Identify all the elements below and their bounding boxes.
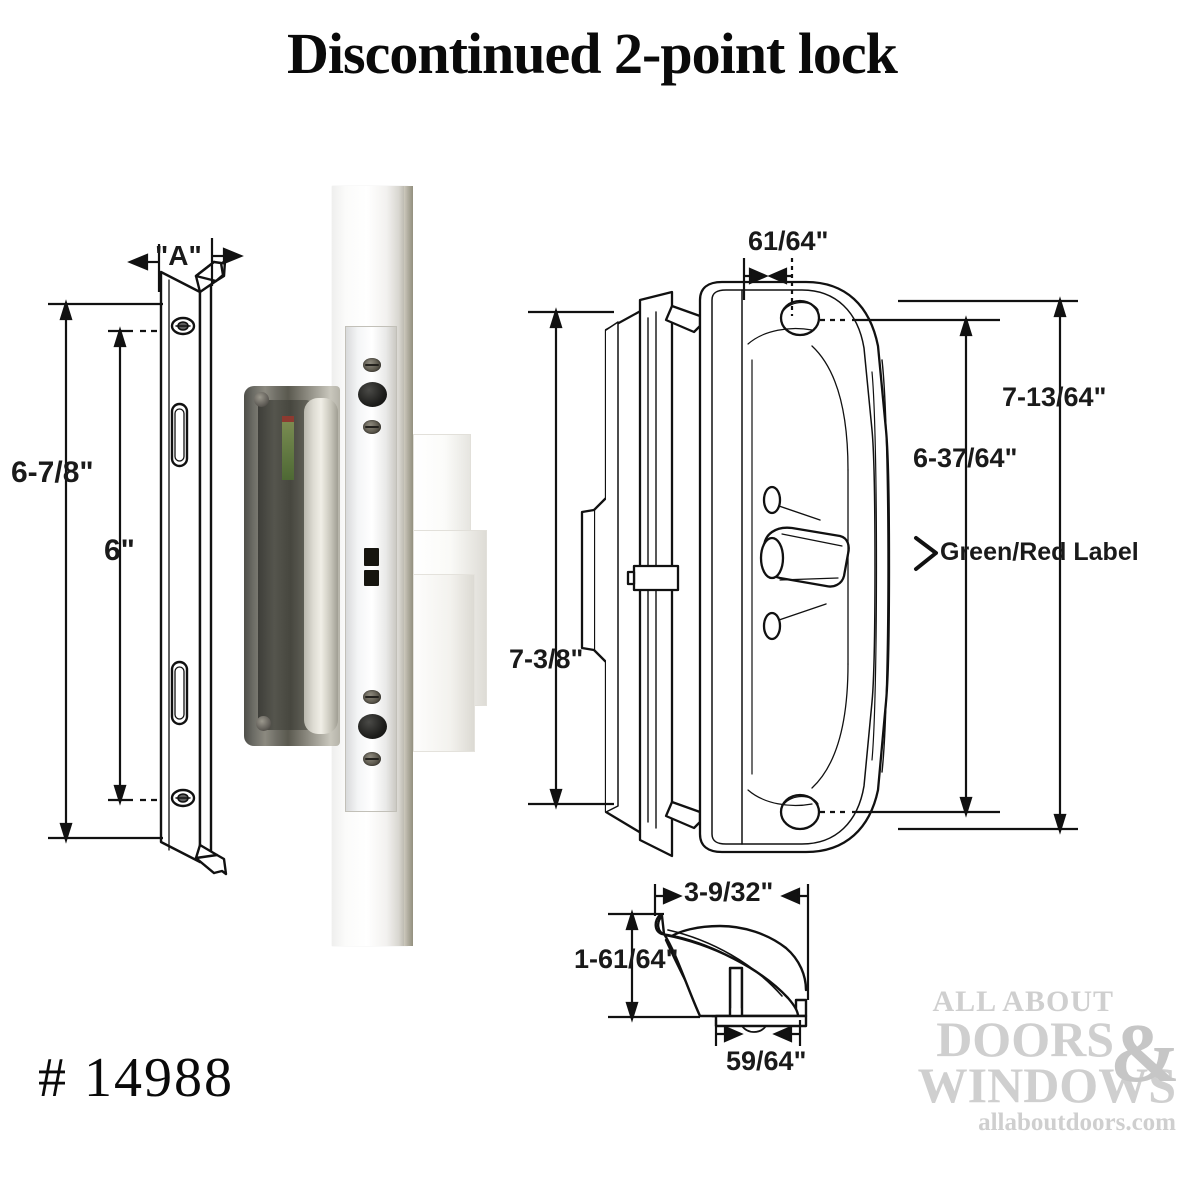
- logo-website: allaboutdoors.com: [978, 1108, 1176, 1136]
- green-red-label-text: Green/Red Label: [940, 538, 1139, 566]
- logo-line-windows: WINDOWS: [917, 1056, 1176, 1113]
- keeper-overall-height-label: 6-7/8": [11, 456, 94, 489]
- handle-profile-height-label: 1-61/64": [574, 944, 679, 974]
- logo-ampersand: &: [1110, 1006, 1180, 1100]
- backplate-height-label: 7-3/8": [509, 644, 584, 674]
- bolt-hole-bottom: [358, 714, 387, 739]
- latch-slot-upper: [364, 548, 379, 566]
- logo-line-all-about: ALL ABOUT: [932, 985, 1114, 1018]
- faceplate-screw-lower-mid: [363, 690, 381, 704]
- installed-lock-photo: [244, 186, 496, 946]
- green-indicator: [282, 422, 294, 480]
- bolt-hole-top: [358, 382, 387, 407]
- handle-screw-spacing-label: 6-37/64": [913, 443, 1018, 473]
- handle-profile-length-label: 3-9/32": [684, 877, 774, 907]
- part-number: # 14988: [38, 1047, 234, 1109]
- escutcheon-width-label: 61/64": [748, 226, 829, 256]
- nylon-keeper-lower: [413, 574, 475, 752]
- trim-screw-top: [254, 392, 269, 407]
- faceplate-screw-top: [363, 358, 381, 372]
- keeper-hole-spacing-label: 6": [104, 534, 135, 567]
- latch-slot-lower: [364, 570, 379, 586]
- door-stile-edge: [404, 186, 413, 946]
- page-title: Discontinued 2-point lock: [287, 21, 898, 86]
- trim-cylinder: [304, 398, 338, 734]
- handle-overall-height-label: 7-13/64": [1002, 382, 1107, 412]
- logo-line-doors: DOORS &: [846, 1011, 1180, 1095]
- green-red-label-annotation: Green/Red Label: [940, 539, 1139, 566]
- faceplate-screw-bottom: [363, 752, 381, 766]
- company-logo: ALL ABOUT DOORS & WINDOWS allaboutdoors.…: [846, 985, 1180, 1136]
- logo-doors-text: DOORS: [936, 1010, 1114, 1067]
- trim-screw-bottom: [256, 716, 271, 731]
- handle-profile-base-width-label: 59/64": [726, 1046, 807, 1076]
- keeper-width-a-label: "A": [155, 240, 202, 271]
- faceplate-screw-upper-mid: [363, 420, 381, 434]
